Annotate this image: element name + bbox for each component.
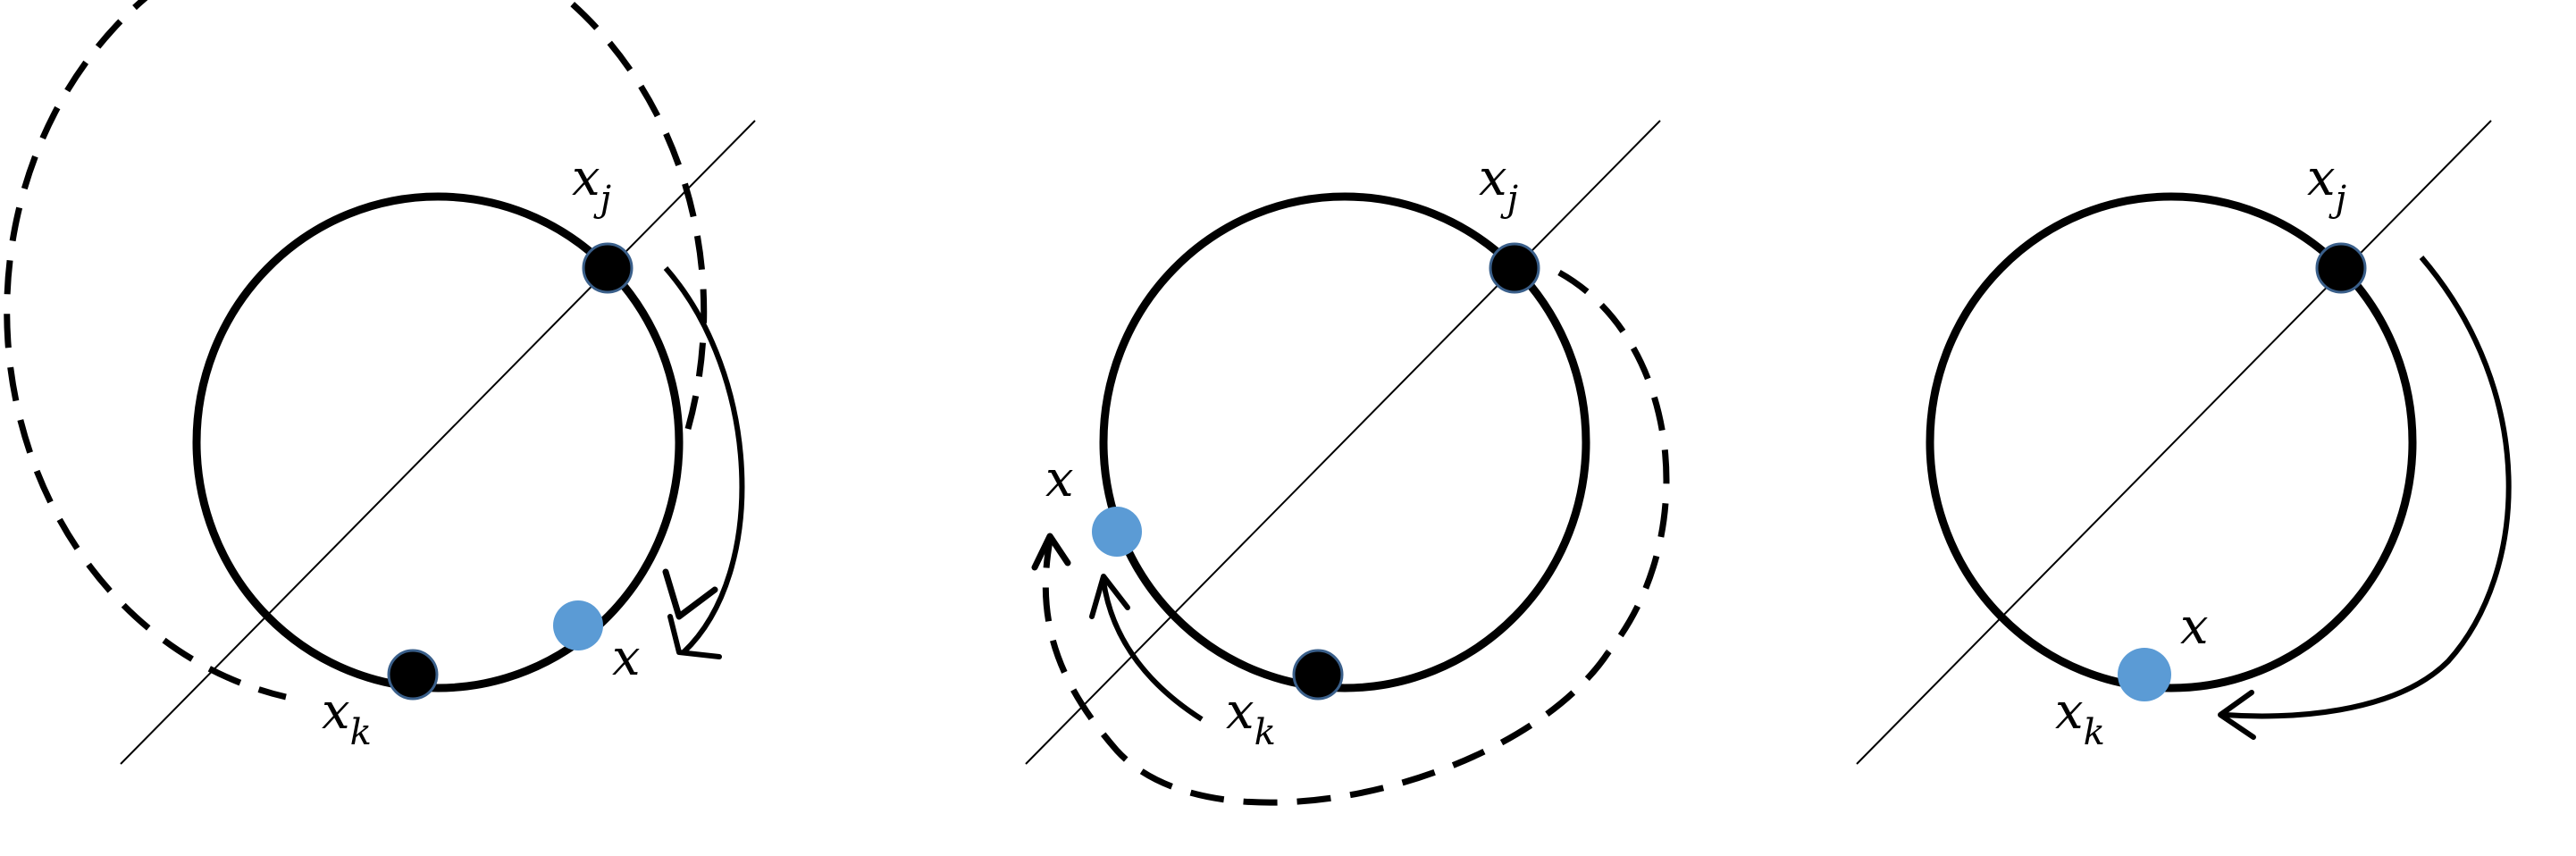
label-xj: xj bbox=[572, 149, 611, 220]
panel-right: xj xk x bbox=[1856, 120, 2512, 765]
point-xk bbox=[1292, 649, 1344, 701]
label-xk: xk bbox=[1226, 683, 1276, 753]
label-xk: xk bbox=[2055, 683, 2105, 753]
label-xj: xj bbox=[1479, 149, 1518, 220]
dashed-arc-bottom bbox=[1042, 540, 1611, 806]
diagonal-line bbox=[1025, 120, 1661, 765]
point-xj bbox=[1489, 242, 1540, 294]
dashed-arrowhead bbox=[662, 568, 718, 620]
dashed-arrowhead bbox=[1031, 533, 1071, 571]
point-xj bbox=[2315, 242, 2367, 294]
solid-curved-arrow bbox=[2224, 256, 2512, 719]
solid-arrowhead bbox=[1089, 574, 1130, 619]
dashed-arc-right bbox=[1557, 269, 1670, 655]
diagonal-line bbox=[120, 120, 756, 765]
label-x: x bbox=[1045, 450, 1074, 508]
label-xk: xk bbox=[322, 683, 372, 753]
panel-left: xj xk x bbox=[4, 0, 756, 765]
solid-curved-arrow bbox=[663, 266, 745, 655]
solid-arrowhead bbox=[2218, 690, 2256, 740]
label-xj: xj bbox=[2307, 149, 2346, 220]
label-x: x bbox=[2180, 598, 2209, 656]
point-x bbox=[553, 600, 603, 650]
point-xj bbox=[582, 242, 634, 294]
solid-curved-arrow bbox=[1101, 580, 1204, 722]
point-x bbox=[1092, 507, 1142, 557]
diagonal-line bbox=[1856, 120, 2492, 765]
point-x bbox=[2118, 648, 2171, 701]
main-circle bbox=[1099, 192, 1590, 692]
label-x: x bbox=[612, 629, 641, 687]
main-circle bbox=[1926, 192, 2417, 692]
dashed-large-arc bbox=[4, 0, 708, 701]
solid-arrowhead bbox=[667, 614, 722, 659]
main-circle bbox=[192, 192, 684, 692]
panel-middle: xj xk x bbox=[1025, 120, 1670, 806]
point-xk bbox=[387, 649, 439, 701]
